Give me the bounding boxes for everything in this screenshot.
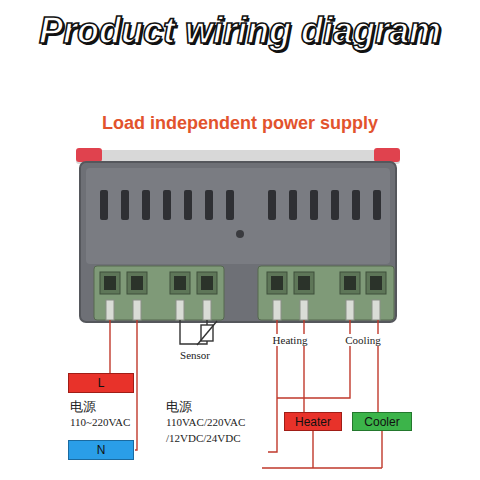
terminal-pin <box>133 300 141 320</box>
terminal-slot <box>127 272 147 294</box>
vent-slot <box>226 190 234 220</box>
wire-l <box>109 320 110 373</box>
terminal-slot <box>170 272 190 294</box>
terminal-slot <box>294 272 314 294</box>
box-text: Heater <box>295 415 331 429</box>
title: Product wiring diagram <box>39 10 441 52</box>
terminal-hole <box>298 276 310 290</box>
terminal-hole <box>271 276 283 290</box>
terminal-pin <box>300 300 308 320</box>
box-text: N <box>97 443 106 457</box>
thermistor-slash <box>197 321 217 345</box>
wires <box>110 320 382 468</box>
terminal-slot <box>197 272 217 294</box>
terminal-hole <box>201 276 213 290</box>
terminal-pin <box>372 300 380 320</box>
vent-slot <box>184 190 192 220</box>
phase-terminal-box: L <box>68 373 134 393</box>
vent-slot <box>163 190 171 220</box>
screw-terminal <box>127 272 147 320</box>
vent-slot <box>142 190 150 220</box>
vent-slot <box>310 190 318 220</box>
wire-n <box>135 320 137 450</box>
vent-slot <box>268 190 276 220</box>
screw-terminal <box>197 272 217 320</box>
screw-terminal <box>267 272 287 320</box>
terminal-slot <box>100 272 120 294</box>
terminal-label: Cooling <box>343 334 382 346</box>
screw-terminal <box>100 272 120 320</box>
box-text: L <box>98 376 105 390</box>
terminal-hole <box>174 276 186 290</box>
housing-red-corner <box>374 148 400 162</box>
voltage-label: /12VDC/24VDC <box>166 432 241 444</box>
terminal-block <box>258 266 394 320</box>
housing-hole <box>236 230 244 238</box>
vent-slots <box>100 190 381 220</box>
voltage-label: 110~220VAC <box>70 416 130 428</box>
terminal-pin <box>203 300 211 320</box>
vent-slot <box>352 190 360 220</box>
return-wire <box>262 431 382 468</box>
terminal-pin <box>106 300 114 320</box>
terminal-hole <box>344 276 356 290</box>
box-text: Cooler <box>364 415 399 429</box>
screw-terminal <box>170 272 190 320</box>
vent-slot <box>289 190 297 220</box>
terminal-label: Heating <box>271 334 310 346</box>
housing-face <box>86 168 390 264</box>
vent-slot <box>100 190 108 220</box>
terminal-blocks <box>94 266 394 320</box>
terminal-hole <box>104 276 116 290</box>
sensor-wire <box>206 320 207 325</box>
terminal-block <box>94 266 224 320</box>
vent-slot <box>121 190 129 220</box>
terminal-hole <box>131 276 143 290</box>
terminal-hole <box>370 276 382 290</box>
vent-slot <box>373 190 381 220</box>
terminal-pin <box>176 300 184 320</box>
power-label: 电源 <box>166 398 192 416</box>
voltage-label: 110VAC/220VAC <box>166 416 245 428</box>
terminal-slot <box>366 272 386 294</box>
terminal-slot <box>340 272 360 294</box>
terminal-pin <box>273 300 281 320</box>
terminal-pin <box>346 300 354 320</box>
heater-box: Heater <box>284 412 342 431</box>
controller-housing <box>76 148 400 322</box>
vent-slot <box>205 190 213 220</box>
terminal-slot <box>267 272 287 294</box>
housing-red-corner <box>76 148 102 162</box>
screw-terminal <box>366 272 386 320</box>
screw-terminal <box>294 272 314 320</box>
sensor-label: Sensor <box>178 349 212 361</box>
vent-slot <box>331 190 339 220</box>
subtitle: Load independent power supply <box>102 113 378 134</box>
screw-terminal <box>340 272 360 320</box>
neutral-terminal-box: N <box>68 440 134 460</box>
housing-body <box>80 162 396 322</box>
cooler-box: Cooler <box>352 412 412 431</box>
common-wire <box>277 320 350 398</box>
power-label: 电源 <box>70 398 96 416</box>
